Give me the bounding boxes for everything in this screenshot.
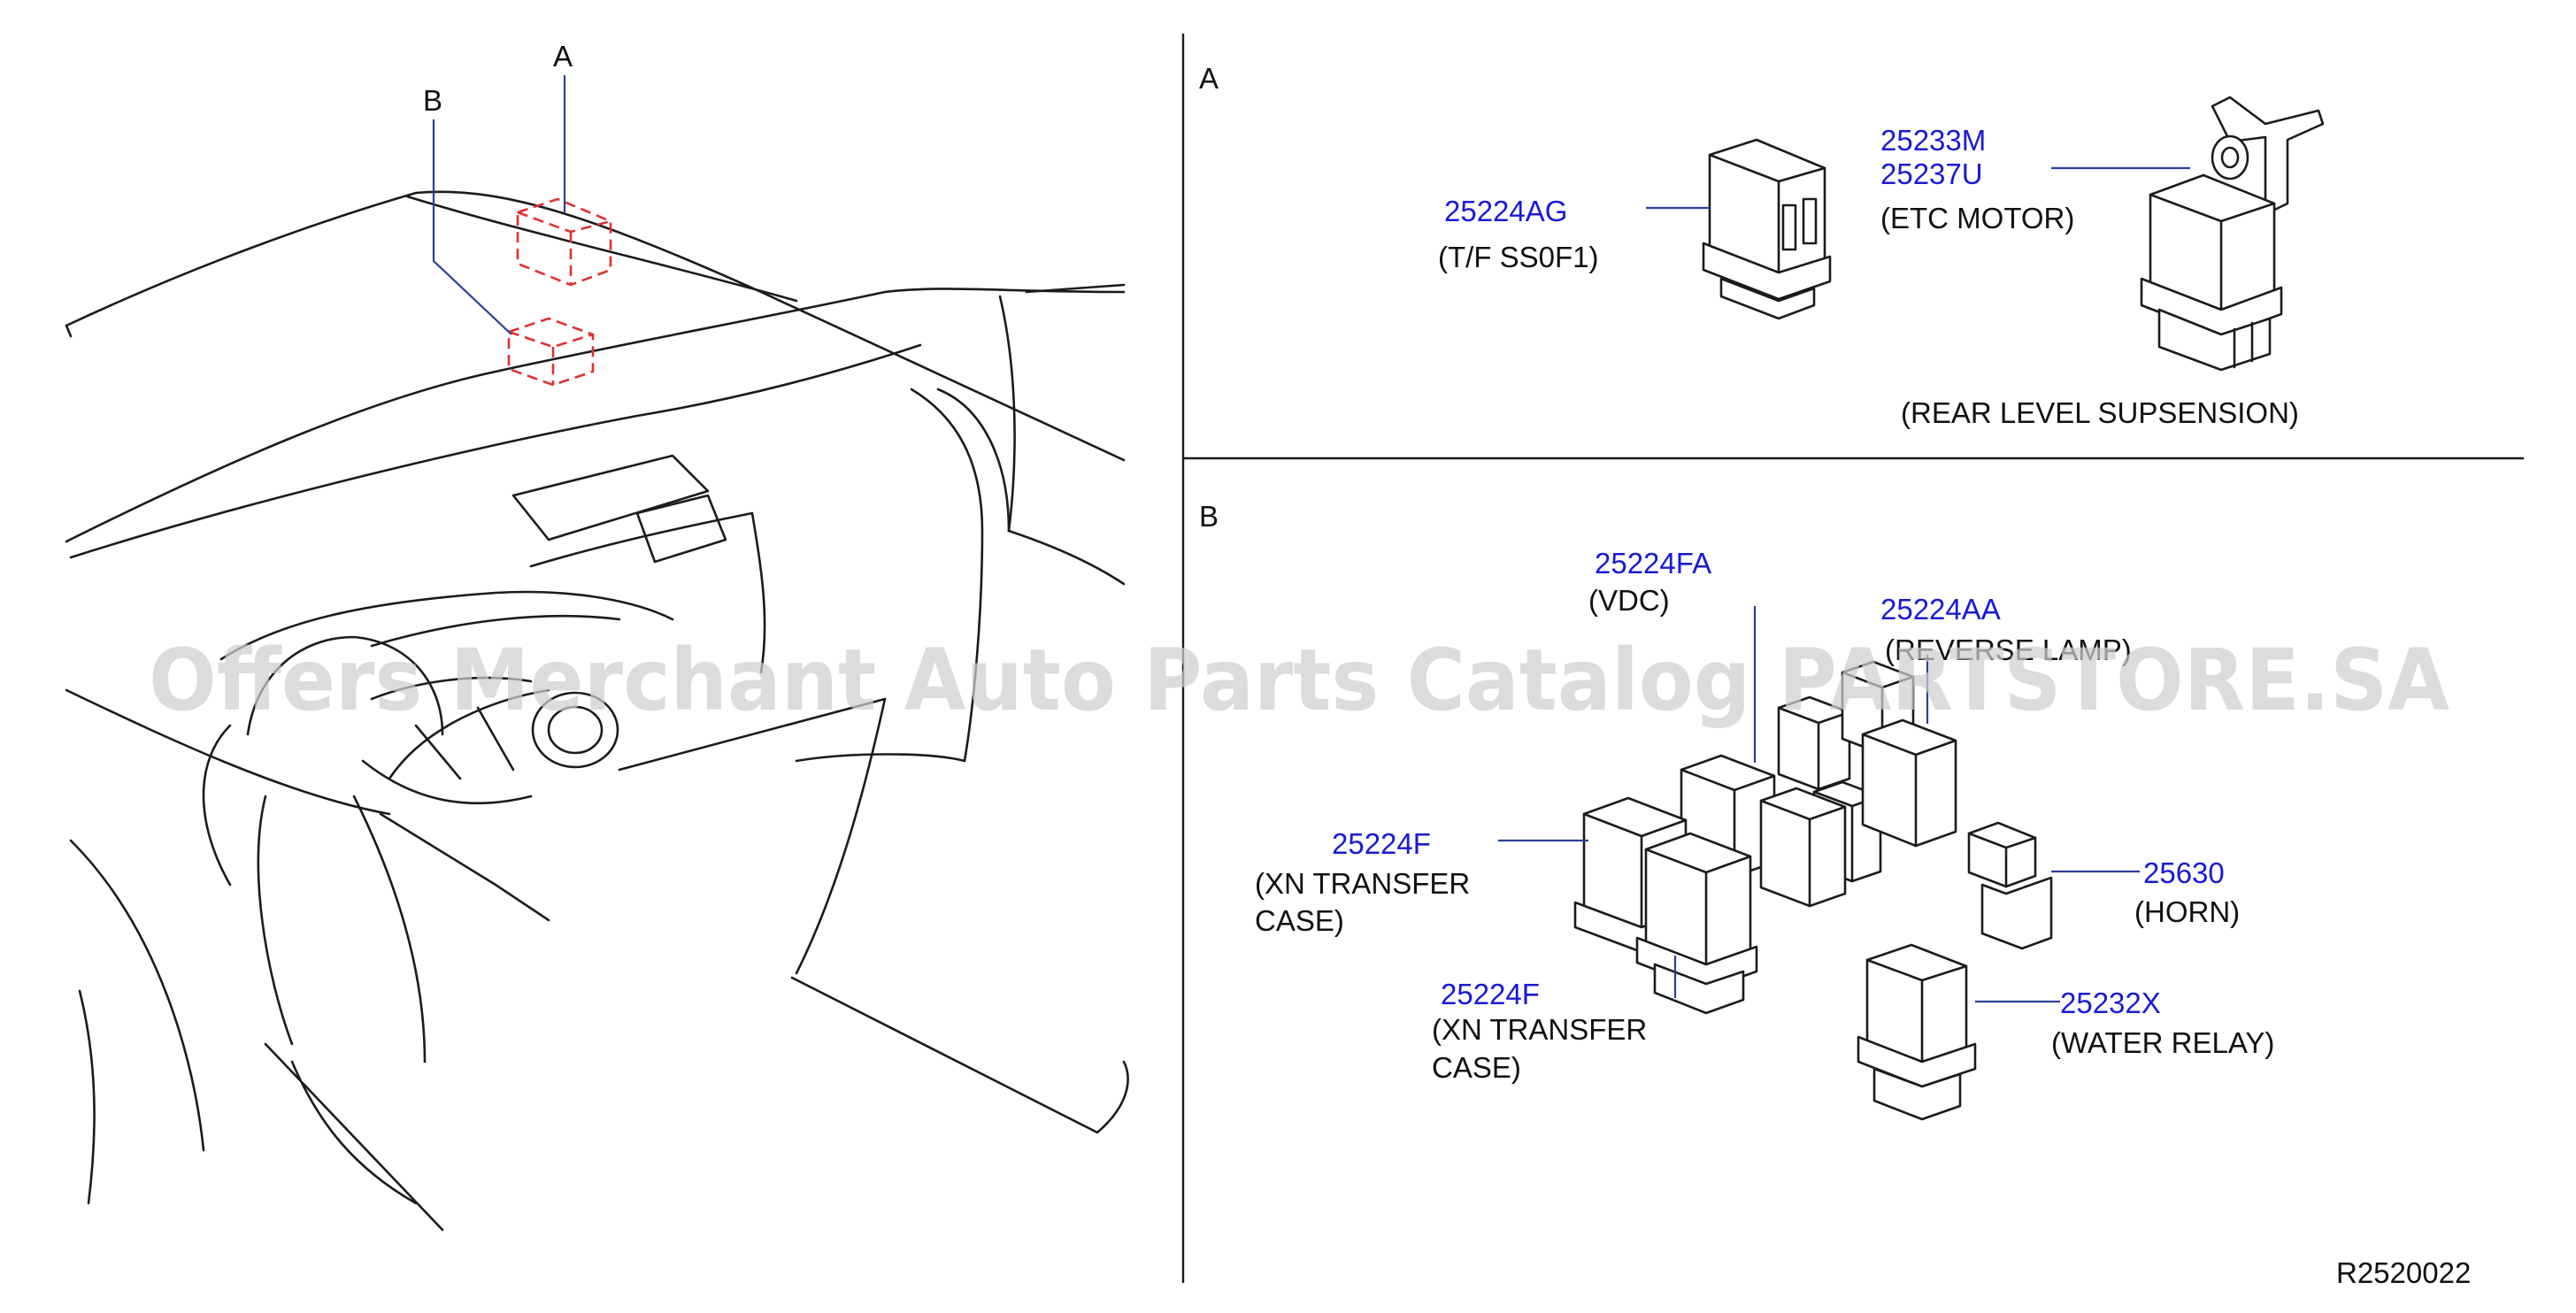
part-desc-25224f-lower-line2: CASE) bbox=[1432, 1051, 1521, 1084]
part-number-25224f-lower: 25224F bbox=[1441, 978, 1540, 1010]
panel-a-note: (REAR LEVEL SUPSENSION) bbox=[1901, 396, 2299, 429]
locator-label-a: A bbox=[553, 40, 573, 73]
part-number-25224f-upper: 25224F bbox=[1332, 827, 1431, 860]
part-number-25237u: 25237U bbox=[1880, 157, 1983, 190]
part-number-25224fa: 25224FA bbox=[1595, 547, 1711, 580]
part-desc-25224ag: (T/F SS0F1) bbox=[1438, 241, 1599, 273]
relay-25232x bbox=[1857, 943, 1977, 1121]
part-desc-25224fa: (VDC) bbox=[1588, 584, 1670, 617]
watermark-text: Offers Merchant Auto Parts Catalog PARTS… bbox=[149, 631, 2449, 730]
part-desc-25630: (HORN) bbox=[2134, 895, 2240, 928]
part-desc-25224f-lower-line1: (XN TRANSFER bbox=[1432, 1013, 1647, 1046]
panel-a-title: A bbox=[1199, 62, 1219, 95]
part-desc-25232x: (WATER RELAY) bbox=[2051, 1026, 2274, 1059]
relay-25224ag bbox=[1702, 138, 1832, 320]
part-number-25630: 25630 bbox=[2143, 856, 2225, 889]
part-number-25224ag: 25224AG bbox=[1444, 195, 1567, 227]
diagram-code: R2520022 bbox=[2336, 1256, 2471, 1289]
part-desc-25233m: (ETC MOTOR) bbox=[1880, 202, 2074, 234]
part-desc-25224f-upper-line2: CASE) bbox=[1255, 904, 1344, 937]
locator-label-b: B bbox=[423, 84, 442, 117]
panel-b-title: B bbox=[1199, 500, 1219, 533]
part-desc-25224f-upper-line1: (XN TRANSFER bbox=[1255, 867, 1470, 900]
part-number-25232x: 25232X bbox=[2060, 987, 2161, 1019]
relay-cluster bbox=[1573, 660, 1957, 1015]
part-desc-25224aa: (REVERSE LAMP) bbox=[1885, 633, 2132, 666]
relay-25630 bbox=[1967, 821, 2053, 950]
location-box-a bbox=[516, 197, 612, 287]
dashboard-illustration bbox=[65, 75, 1129, 1232]
part-number-25224aa: 25224AA bbox=[1880, 593, 2001, 626]
relay-25233m bbox=[2140, 96, 2325, 372]
location-box-b bbox=[507, 317, 595, 387]
part-number-25233m: 25233M bbox=[1880, 124, 1986, 157]
